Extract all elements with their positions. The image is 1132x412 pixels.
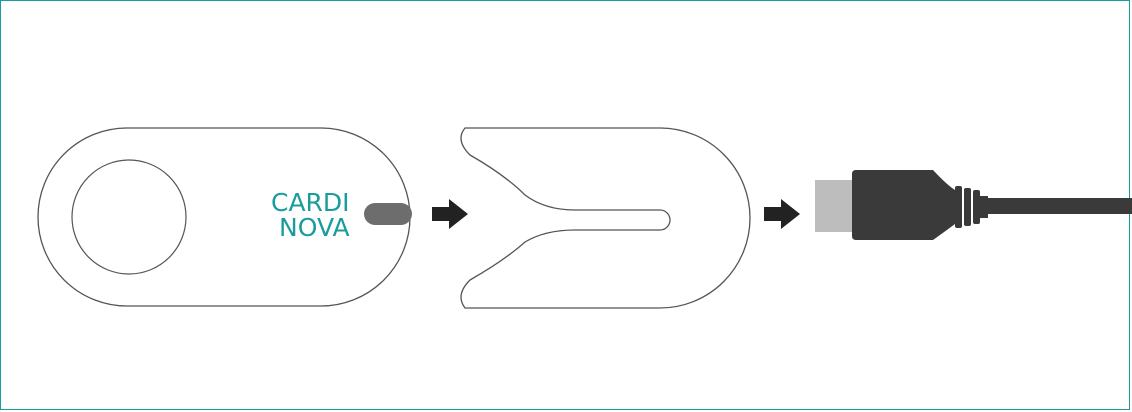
usb-metal-plug bbox=[815, 180, 859, 232]
strain-relief bbox=[955, 186, 988, 228]
device-button bbox=[71, 159, 187, 275]
usb-connector-housing bbox=[852, 170, 955, 240]
brand-logo: CARDI NOVA bbox=[271, 188, 350, 242]
usb-cable bbox=[815, 170, 1132, 240]
arrow-right-icon bbox=[432, 199, 468, 229]
logo-line-2: NOVA bbox=[279, 213, 350, 242]
charging-pin bbox=[364, 203, 412, 225]
logo-line-1: CARDI bbox=[271, 188, 350, 217]
arrow-right-icon bbox=[764, 199, 800, 229]
device: CARDI NOVA bbox=[37, 127, 412, 307]
adapter-clip bbox=[460, 127, 751, 309]
usb-cord bbox=[986, 198, 1132, 214]
